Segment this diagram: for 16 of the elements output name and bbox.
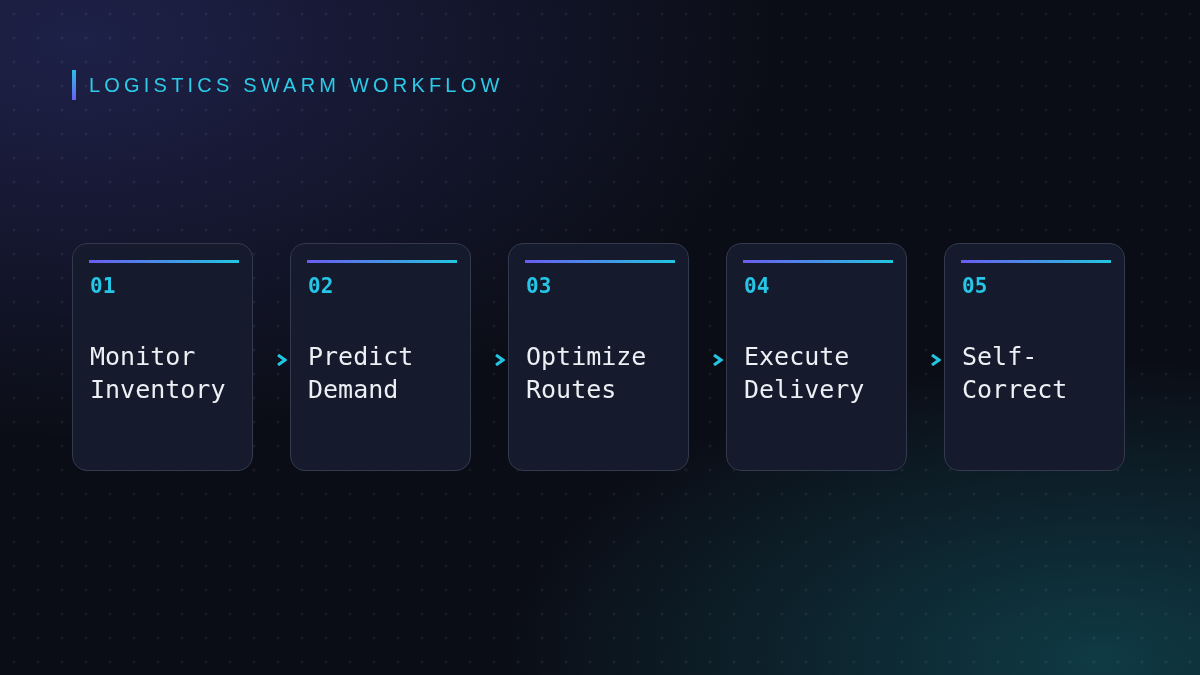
- step-card: [72, 243, 253, 471]
- step-title: Predict Demand: [308, 341, 415, 406]
- step-title: Execute Delivery: [744, 341, 866, 406]
- step-number: 04: [744, 274, 770, 298]
- step-card: [290, 243, 471, 471]
- step-number: 05: [962, 274, 988, 298]
- step-card: [944, 243, 1125, 471]
- step-title: Monitor Inventory: [90, 341, 227, 406]
- step-card: [726, 243, 907, 471]
- diagram-title: LOGISTICS SWARM WORKFLOW: [72, 70, 504, 100]
- step-number: 03: [526, 274, 552, 298]
- step-title: Optimize Routes: [526, 341, 648, 406]
- step-title: Self-Correct: [962, 341, 1069, 406]
- step-card: [508, 243, 689, 471]
- step-number: 01: [90, 274, 116, 298]
- step-number: 02: [308, 274, 334, 298]
